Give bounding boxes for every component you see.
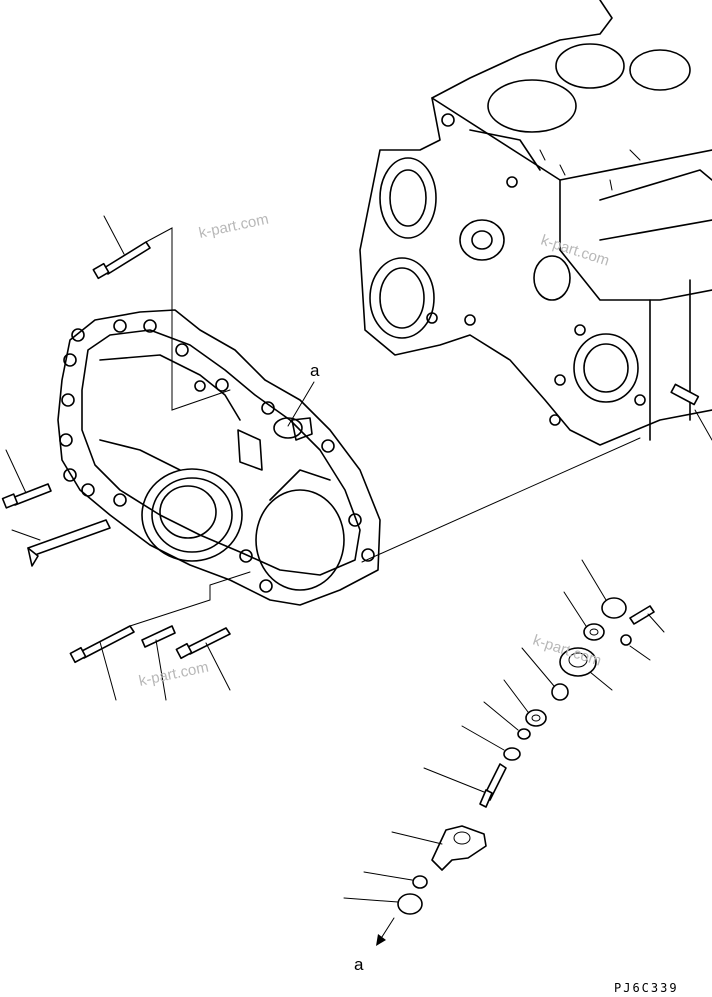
cap <box>343 893 423 915</box>
cover-bolt-top <box>92 215 151 280</box>
assembly-line <box>361 437 641 563</box>
sleeve <box>391 825 487 871</box>
drawing-code: PJ6C339 <box>614 981 679 995</box>
bushing <box>503 679 547 727</box>
o-ring <box>461 725 521 761</box>
watermark: k-part.com <box>539 232 612 270</box>
leader-top <box>145 227 231 411</box>
dowel-pin <box>141 625 176 701</box>
gear-housing <box>559 647 613 691</box>
cover-bolt-long <box>69 625 135 701</box>
front-cover <box>57 309 381 606</box>
callout-top-leader <box>287 381 315 427</box>
seal-ring <box>483 701 531 740</box>
watermark: k-part.com <box>197 211 270 242</box>
leader-bottom <box>129 571 251 627</box>
cylinder-block <box>359 0 712 446</box>
washer-1 <box>563 591 605 641</box>
cover-bolt-left <box>1 449 52 509</box>
drive-shaft <box>423 763 507 808</box>
bolt-small <box>629 605 665 633</box>
watermark: k-part.com <box>137 659 210 690</box>
ball <box>521 647 569 701</box>
block-bolt <box>670 383 712 441</box>
callout-label-top: a <box>310 361 320 380</box>
plug <box>581 559 627 619</box>
cover-bolt-short <box>175 627 231 691</box>
nut <box>363 871 428 889</box>
cover-pointer-bracket <box>11 519 111 567</box>
washer-2 <box>620 634 651 661</box>
callout-label-bottom: a <box>354 955 364 974</box>
arrow-to-callout <box>376 917 395 946</box>
